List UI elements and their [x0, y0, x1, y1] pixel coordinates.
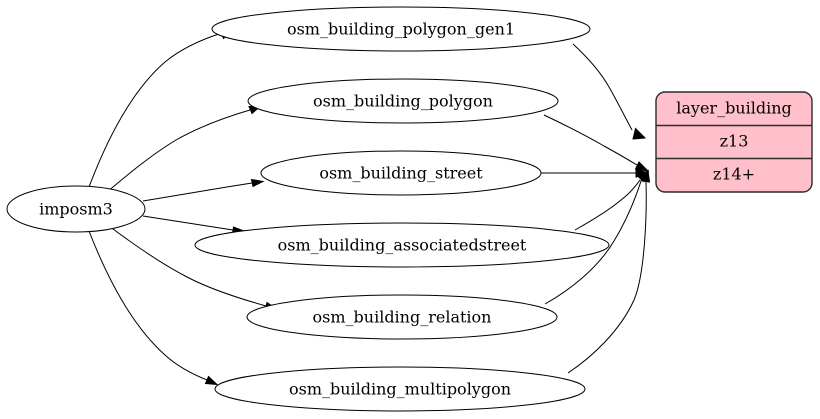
record-row-z14plus-label: z14+ [713, 165, 755, 184]
node-osm_building_associatedstreet[interactable]: osm_building_associatedstreet [194, 222, 610, 268]
edge-imposm3-to-osm_building_polygon_gen1 [88, 28, 234, 188]
edge-imposm3-to-osm_building_polygon [106, 105, 262, 193]
node-layer_building[interactable]: layer_building z13 z14+ [655, 91, 813, 193]
edge-imposm3-to-osm_building_associatedstreet [142, 215, 246, 235]
edge-imposm3-to-osm_building_multipolygon [88, 230, 219, 386]
node-layer_building-shape[interactable] [655, 91, 813, 193]
node-osm_building_multipolygon-label: osm_building_multipolygon [289, 380, 511, 399]
node-osm_building_polygon_gen1-shape[interactable] [211, 6, 591, 52]
edge-osm_building_polygon_gen1-to-layer_building [572, 43, 647, 140]
node-osm_building_relation[interactable]: osm_building_relation [246, 294, 558, 340]
node-osm_building_polygon-shape[interactable] [247, 78, 559, 124]
node-imposm3[interactable]: imposm3 [6, 185, 146, 233]
node-osm_building_multipolygon-shape[interactable] [214, 366, 586, 412]
node-osm_building_polygon[interactable]: osm_building_polygon [247, 78, 559, 124]
node-osm_building_street-shape[interactable] [260, 150, 542, 196]
node-osm_building_street[interactable]: osm_building_street [260, 150, 542, 196]
node-osm_building_relation-label: osm_building_relation [313, 308, 492, 327]
record-row-title-label: layer_building [676, 99, 792, 118]
edge-group-tables-to-layer [541, 43, 651, 374]
node-imposm3-label: imposm3 [39, 200, 113, 219]
node-osm_building_associatedstreet-shape[interactable] [194, 222, 610, 268]
node-osm_building_polygon_gen1[interactable]: osm_building_polygon_gen1 [211, 6, 591, 52]
node-osm_building_multipolygon[interactable]: osm_building_multipolygon [214, 366, 586, 412]
edge-osm_building_street-to-layer_building [541, 168, 650, 178]
node-imposm3-shape[interactable] [6, 185, 146, 233]
node-osm_building_street-label: osm_building_street [319, 164, 483, 183]
node-osm_building_polygon_gen1-label: osm_building_polygon_gen1 [287, 20, 515, 39]
node-osm_building_associatedstreet-label: osm_building_associatedstreet [278, 236, 527, 255]
edge-osm_building_multipolygon-to-layer_building [567, 169, 651, 374]
edge-osm_building_polygon-to-layer_building [543, 114, 650, 172]
node-osm_building_polygon-label: osm_building_polygon [313, 92, 493, 111]
edge-osm_building_associatedstreet-to-layer_building [574, 170, 649, 231]
edge-imposm3-to-osm_building_street [142, 178, 265, 202]
record-row-z13-label: z13 [720, 132, 749, 151]
node-osm_building_relation-shape[interactable] [246, 294, 558, 340]
